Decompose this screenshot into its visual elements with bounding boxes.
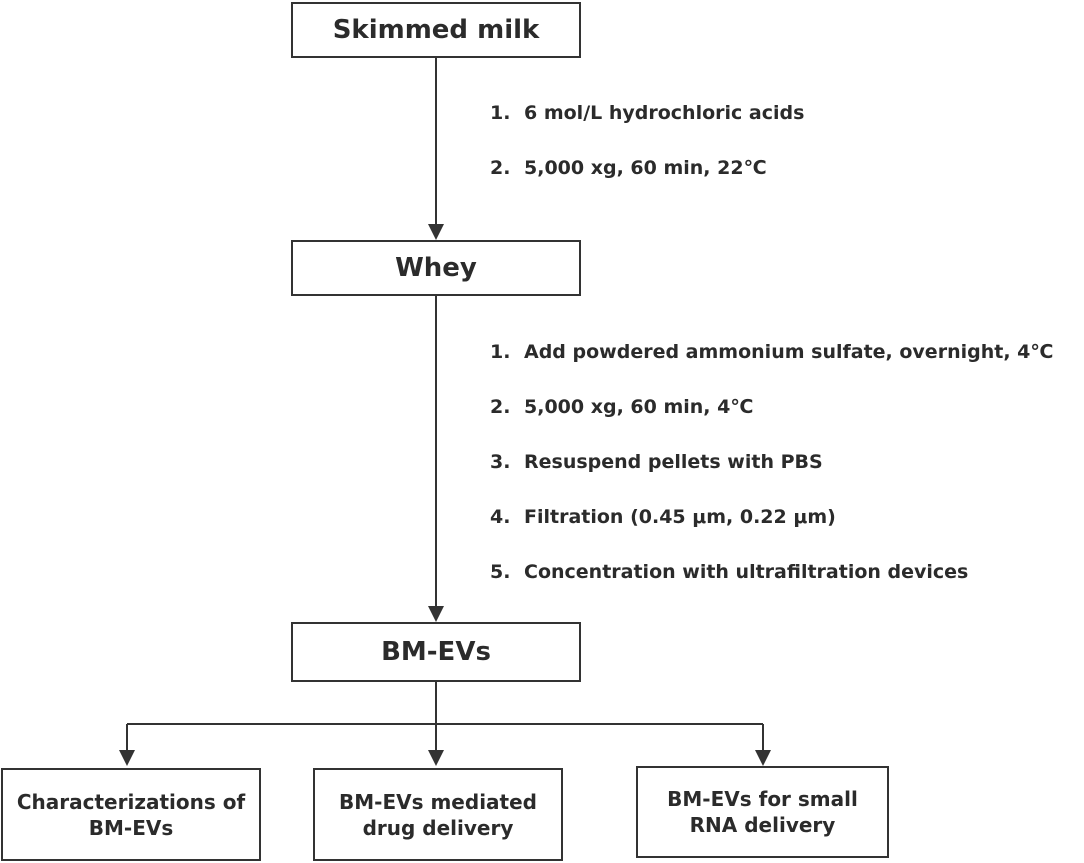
step-text: Concentration with ultrafiltration devic…	[524, 561, 969, 583]
node-rna-delivery: BM-EVs for small RNA delivery	[636, 766, 889, 858]
step-number: 1.	[490, 102, 511, 124]
step-text: Resuspend pellets with PBS	[524, 451, 823, 473]
step-item: 4. Filtration (0.45 μm, 0.22 μm)	[490, 504, 1053, 559]
step-number: 5.	[490, 561, 511, 583]
step-text: 5,000 xg, 60 min, 22℃	[524, 157, 767, 179]
step-item: 2. 5,000 xg, 60 min, 22℃	[490, 155, 804, 210]
step-item: 1. Add powdered ammonium sulfate, overnig…	[490, 339, 1053, 394]
steps-whey-to-evs: 1. Add powdered ammonium sulfate, overnig…	[490, 339, 1053, 614]
step-number: 4.	[490, 506, 511, 528]
node-drug-delivery-line1: BM-EVs mediated	[339, 789, 537, 814]
step-number: 2.	[490, 396, 511, 418]
step-text: 6 mol/L hydrochloric acids	[524, 102, 805, 124]
step-text: Filtration (0.45 μm, 0.22 μm)	[524, 506, 836, 528]
node-characterizations-line2: BM-EVs	[88, 815, 174, 840]
step-text: 5,000 xg, 60 min, 4℃	[524, 396, 754, 418]
node-rna-delivery-line1: BM-EVs for small	[667, 787, 858, 811]
step-number: 2.	[490, 157, 511, 179]
arrow-milk-to-whey-head	[428, 224, 444, 240]
step-number: 3.	[490, 451, 511, 473]
node-whey: Whey	[291, 240, 581, 296]
node-rna-delivery-line2: RNA delivery	[689, 813, 836, 837]
node-skimmed-milk: Skimmed milk	[291, 2, 581, 58]
node-drug-delivery: BM-EVs mediated drug delivery	[313, 768, 563, 861]
steps-milk-to-whey: 1. 6 mol/L hydrochloric acids 2. 5,000 xg,…	[490, 100, 804, 210]
arrow-whey-to-evs-head	[428, 606, 444, 622]
node-whey-label: Whey	[395, 253, 477, 283]
branch-right-head	[755, 750, 771, 766]
step-item: 5. Concentration with ultrafiltration dev…	[490, 559, 1053, 614]
step-item: 2. 5,000 xg, 60 min, 4℃	[490, 394, 1053, 449]
step-item: 3. Resuspend pellets with PBS	[490, 449, 1053, 504]
step-text: Add powdered ammonium sulfate, overnight…	[524, 341, 1054, 363]
node-bm-evs: BM-EVs	[291, 622, 581, 682]
step-number: 1.	[490, 341, 511, 363]
node-bm-evs-label: BM-EVs	[381, 637, 491, 667]
node-characterizations: Characterizations of BM-EVs	[1, 768, 261, 861]
step-item: 1. 6 mol/L hydrochloric acids	[490, 100, 804, 155]
branch-left-head	[119, 750, 135, 766]
node-drug-delivery-line2: drug delivery	[362, 815, 514, 840]
node-skimmed-milk-label: Skimmed milk	[332, 15, 540, 45]
branch-middle-head	[428, 750, 444, 766]
node-characterizations-line1: Characterizations of	[16, 789, 246, 814]
